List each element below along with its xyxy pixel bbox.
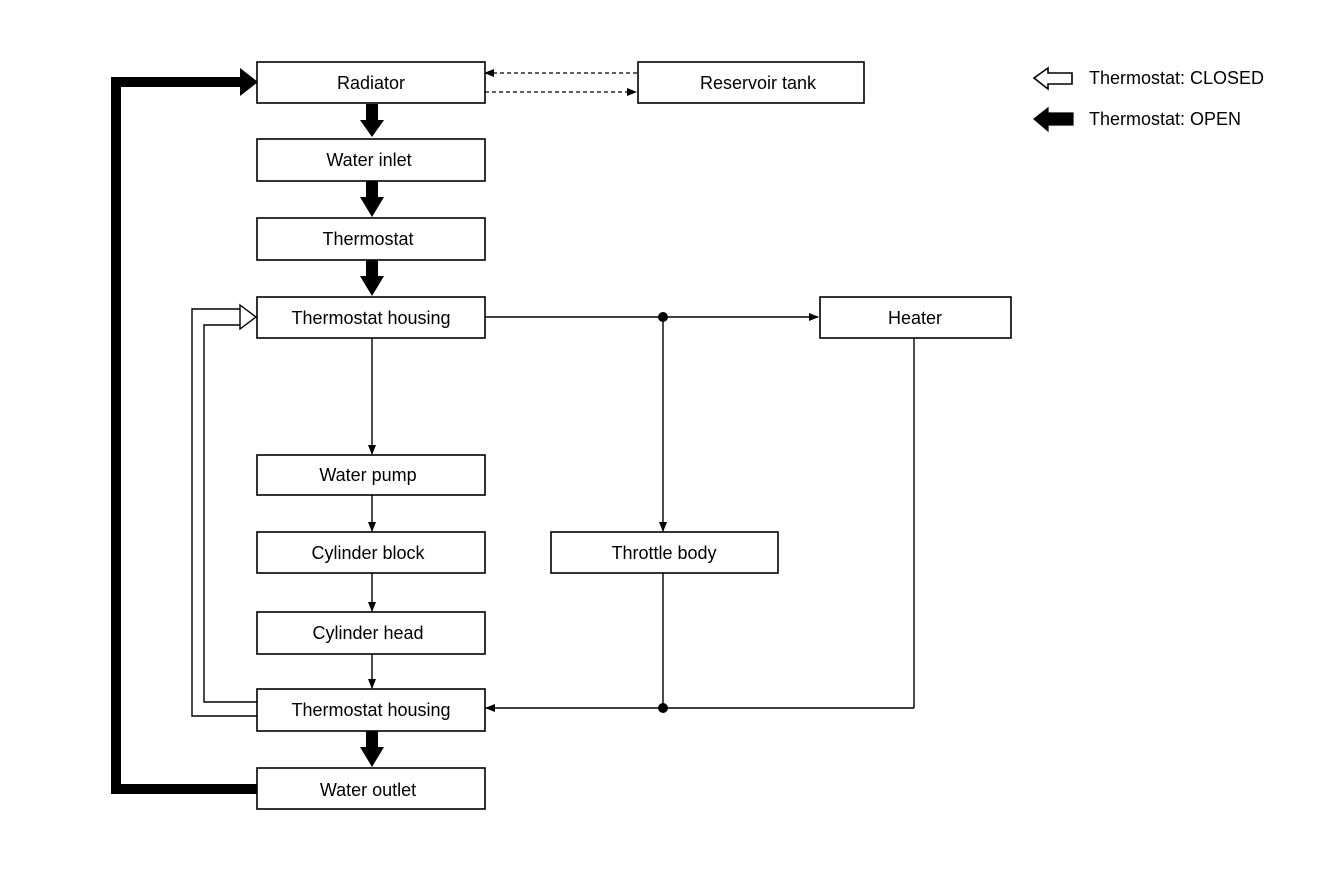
legend-open: Thermostat: OPEN [1033, 106, 1241, 133]
thermostat-box: Thermostat [256, 217, 486, 261]
thermostat-housing-upper-label: Thermostat housing [291, 308, 450, 328]
solid-arrow-icon [1033, 106, 1074, 133]
open-return-loop [111, 68, 258, 794]
water-pump-label: Water pump [319, 465, 416, 485]
reservoir-tank-label: Reservoir tank [700, 73, 817, 93]
cylinder-head-box: Cylinder head [256, 611, 486, 655]
reservoir-links [484, 69, 637, 96]
water-outlet-box: Water outlet [256, 767, 486, 810]
closed-bypass-loop [191, 303, 258, 717]
thermostat-housing-upper-box: Thermostat housing [256, 296, 486, 339]
throttle-body-box: Throttle body [550, 531, 779, 574]
heater-label: Heater [888, 308, 942, 328]
cylinder-block-box: Cylinder block [256, 531, 486, 574]
cylinder-block-label: Cylinder block [311, 543, 425, 563]
open-flow-arrows [360, 104, 384, 767]
cylinder-head-label: Cylinder head [312, 623, 423, 643]
hollow-arrow-icon [1032, 66, 1073, 91]
throttle-body-label: Throttle body [611, 543, 716, 563]
thermostat-housing-lower-label: Thermostat housing [291, 700, 450, 720]
radiator-box: Radiator [256, 61, 486, 104]
legend-open-label: Thermostat: OPEN [1089, 109, 1241, 129]
water-outlet-label: Water outlet [320, 780, 416, 800]
reservoir-tank-box: Reservoir tank [637, 61, 865, 104]
legend: Thermostat: CLOSED Thermostat: OPEN [1032, 66, 1264, 133]
legend-closed: Thermostat: CLOSED [1032, 66, 1264, 91]
water-inlet-label: Water inlet [326, 150, 411, 170]
heater-box: Heater [819, 296, 1012, 339]
thermostat-label: Thermostat [322, 229, 413, 249]
thermostat-housing-lower-box: Thermostat housing [256, 688, 486, 732]
water-inlet-box: Water inlet [256, 138, 486, 182]
radiator-label: Radiator [337, 73, 405, 93]
thin-flow-lines [368, 312, 915, 713]
legend-closed-label: Thermostat: CLOSED [1089, 68, 1264, 88]
water-pump-box: Water pump [256, 454, 486, 496]
